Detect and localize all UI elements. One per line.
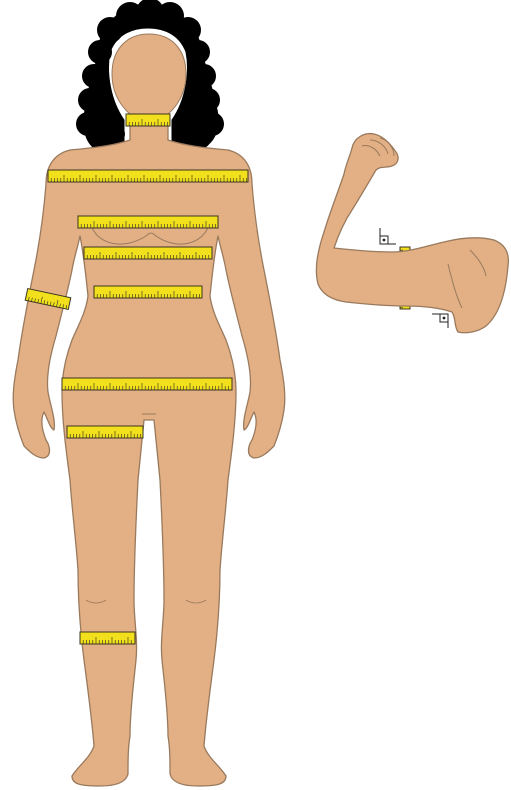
flexed-arm bbox=[316, 134, 508, 333]
tape-hips bbox=[62, 378, 232, 390]
tape-calf bbox=[80, 632, 135, 644]
tape-waist bbox=[94, 286, 202, 298]
tape-under-bust bbox=[84, 247, 212, 259]
tape-thigh bbox=[67, 426, 143, 438]
flexed-arm-figure bbox=[316, 134, 508, 333]
right-angle-marker bbox=[432, 314, 448, 328]
body-silhouette bbox=[13, 112, 285, 786]
face bbox=[112, 34, 186, 122]
tape-neck bbox=[126, 114, 170, 126]
tape-shoulders bbox=[48, 170, 248, 182]
right-angle-marker bbox=[380, 228, 396, 244]
tape-bust bbox=[78, 216, 218, 228]
